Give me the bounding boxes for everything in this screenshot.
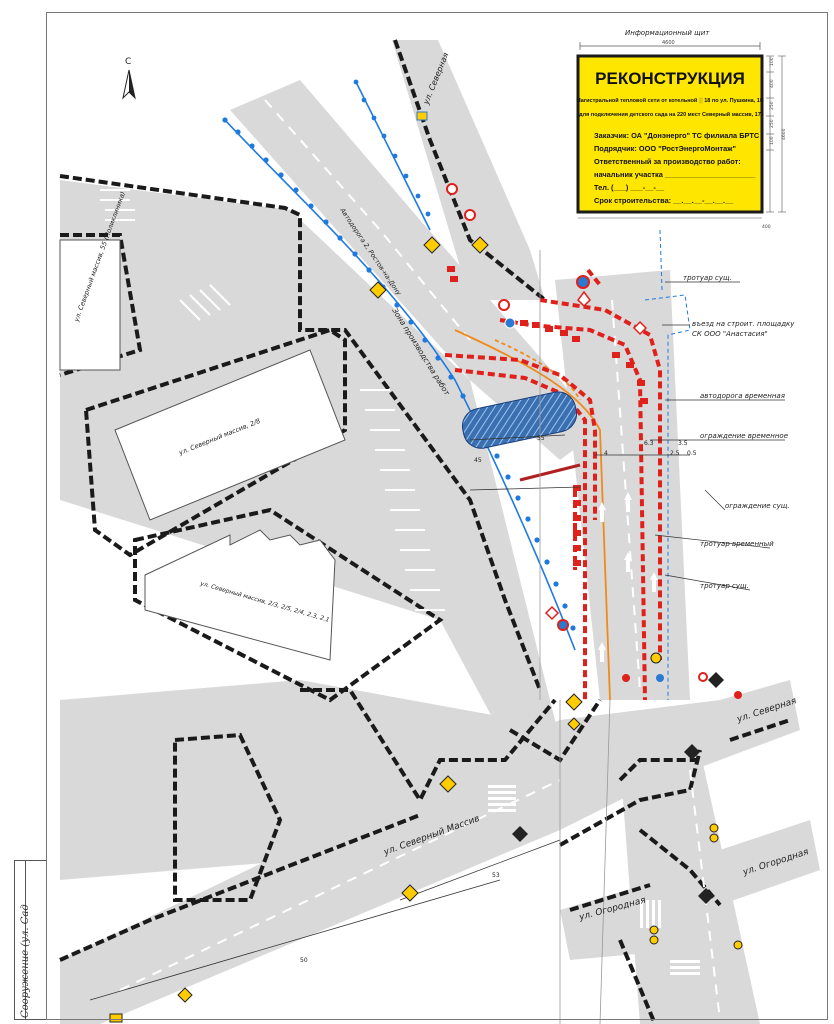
board-dim-r3: 250 (769, 101, 775, 110)
board-dim-r1: 100 (769, 57, 775, 66)
pipe-casing (461, 391, 578, 449)
warning-sign-icon (567, 717, 581, 731)
title-block-strip (14, 860, 46, 1020)
info-board-chief: начальник участка ______________________ (594, 170, 756, 179)
dim-50: 50 (300, 957, 308, 964)
dim-45: 45 (474, 457, 482, 464)
warning-sign-icon (650, 652, 662, 664)
north-arrow: С (122, 57, 136, 100)
info-board-header: Информационный щит (625, 29, 710, 37)
fence-existing-label: ограждение сущ. (725, 502, 790, 510)
direction-sign-icon (504, 317, 516, 329)
board-dim-r4: 250 (769, 119, 775, 128)
prohibition-sign-icon (464, 209, 476, 221)
yield-sign-icon (708, 672, 724, 688)
dimension-lines (89, 250, 690, 1024)
warning-sign-icon (544, 605, 560, 621)
board-dim-bottom: 400 (762, 224, 771, 230)
no-stopping-sign-icon (576, 275, 590, 289)
warning-sign-icon (649, 925, 659, 935)
information-board: Информационный щит 4600 РЕКОНСТРУКЦИЯ Ма… (576, 29, 787, 230)
barrier-blocks (447, 266, 648, 566)
prohibition-sign-icon (698, 672, 708, 682)
temporary-detour (454, 329, 611, 701)
sidewalk-existing-label-1: тротуар сущ. (683, 274, 732, 282)
warning-sign-icon (401, 884, 419, 902)
stop-sign-icon (622, 674, 630, 682)
work-zone-edge (519, 463, 581, 482)
lane-markings (119, 99, 721, 1021)
curbs (59, 39, 791, 1024)
no-stopping-sign-icon (557, 619, 569, 631)
warning-sign-icon (565, 693, 583, 711)
warning-sign-icon (369, 281, 387, 299)
direction-sign-icon (656, 674, 664, 682)
warning-sign-icon (577, 290, 591, 308)
warning-sign-icon (733, 940, 743, 950)
warning-sign-icon (649, 935, 659, 945)
title-block-text: Сооружение (ул. Сад (20, 904, 31, 1018)
info-board-contractor: Подрядчик: ООО "РостЭнергоМонтаж" (594, 144, 737, 153)
drawing-frame (46, 12, 828, 1020)
board-height-dim: 4600 (781, 128, 787, 140)
sidewalk-temp-label: тротуар временный (700, 540, 774, 548)
dim-55: 55 (537, 435, 545, 442)
road-temp-label: автодорога временная (700, 392, 785, 400)
warning-sign-icon (709, 833, 719, 843)
pedestrian-crossing-icon (684, 744, 700, 760)
info-board-term: Срок строительства: __.__.__-__.__.__ (594, 196, 734, 205)
dim-35: 3.5 (678, 440, 688, 447)
info-sign-icon (109, 1013, 123, 1023)
board-dim-r2: 400 (769, 79, 775, 88)
warning-sign-icon (709, 823, 719, 833)
dim-05: 0.5 (687, 450, 697, 457)
info-board-width-dim: 4600 (662, 40, 675, 46)
entrance-label: въезд на строит. площадку (692, 320, 795, 328)
pedestrian-crossing-icon (698, 888, 714, 904)
warning-sign-icon (632, 320, 648, 336)
board-dim-r5: 100 (769, 136, 775, 145)
prohibition-sign-icon (446, 183, 458, 195)
sidewalk-lines (644, 229, 691, 700)
info-board-subtitle-2: для подключения детского сада на 220 мес… (579, 111, 761, 118)
company-label: СК ООО "Анастасия" (692, 330, 768, 338)
warning-sign-icon (471, 236, 489, 254)
info-board-responsible: Ответственный за производство работ: (594, 157, 741, 166)
pedestrian-crossing-icon (512, 826, 528, 842)
north-arrow-label: С (125, 57, 131, 67)
warning-sign-icon (177, 987, 193, 1003)
lane-arrows (598, 492, 658, 662)
dim-53: 53 (492, 872, 500, 879)
buildings (59, 239, 346, 661)
info-board-panel (576, 54, 764, 214)
dim-25: 2.5 (670, 450, 680, 457)
dim-4: 4 (604, 450, 608, 457)
info-board-title: РЕКОНСТРУКЦИЯ (595, 69, 745, 88)
warning-sign-icon (439, 775, 457, 793)
warning-sign-icon (423, 236, 441, 254)
sidewalk-existing-label-2: тротуар сущ. (700, 582, 749, 590)
fence-temp-label: ограждение временное (700, 432, 788, 440)
info-board-customer: Заказчик: ОА "Донэнерго" ТС филиала БРТС (594, 131, 760, 140)
dim-63a: 6.3 (644, 440, 654, 447)
no-entry-sign-icon (734, 691, 742, 699)
info-board-phone: Тел. (___) ___-__-__ (594, 183, 665, 192)
leader-lines (650, 281, 785, 591)
info-sign-icon (416, 111, 428, 121)
prohibition-sign-icon (498, 299, 510, 311)
info-board-subtitle-1: Магистральной тепловой сети от котельной… (576, 97, 764, 104)
road-signs (109, 111, 743, 1023)
crosswalks (488, 785, 751, 975)
